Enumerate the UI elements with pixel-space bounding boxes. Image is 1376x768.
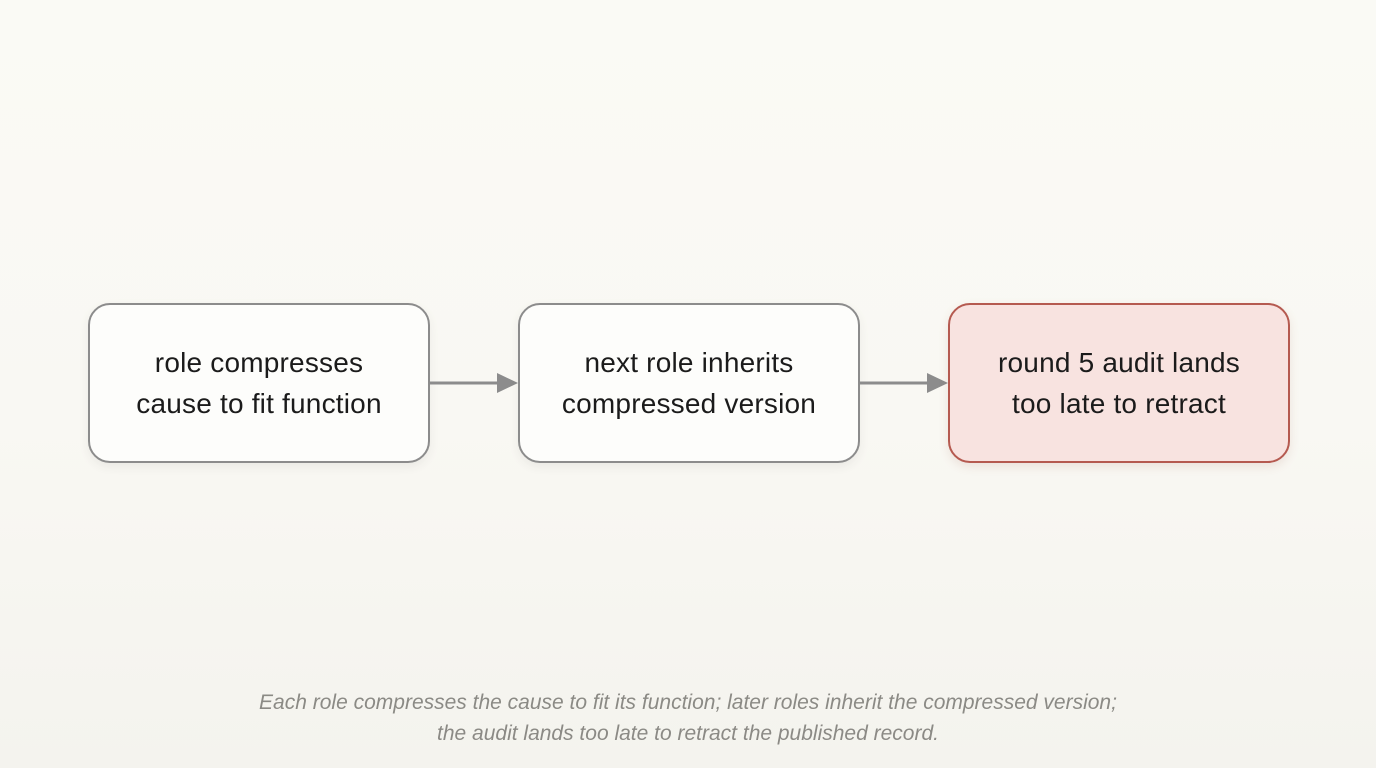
flow-node-round-5-audit: round 5 audit lands too late to retract [948,303,1290,463]
flow-row: role compresses cause to fit function ne… [88,303,1290,463]
flow-node-role-compresses: role compresses cause to fit function [88,303,430,463]
flow-node-next-role-inherits: next role inherits compressed version [518,303,860,463]
node-label-line: next role inherits [584,347,794,378]
node-label-line: compressed version [561,388,817,419]
arrow-right-icon [430,371,518,395]
node-label-line: too late to retract [1012,388,1226,419]
caption-line-2: the audit lands too late to retract the … [437,722,939,745]
node-label-line: round 5 audit lands [998,347,1240,378]
node-label-line: cause to fit function [136,388,382,419]
caption-line-1: Each role compresses the cause to fit it… [259,691,1117,714]
caption: Each role compresses the cause to fit it… [0,687,1376,749]
arrow-right-icon [860,371,948,395]
node-label-line: role compresses [154,347,364,378]
